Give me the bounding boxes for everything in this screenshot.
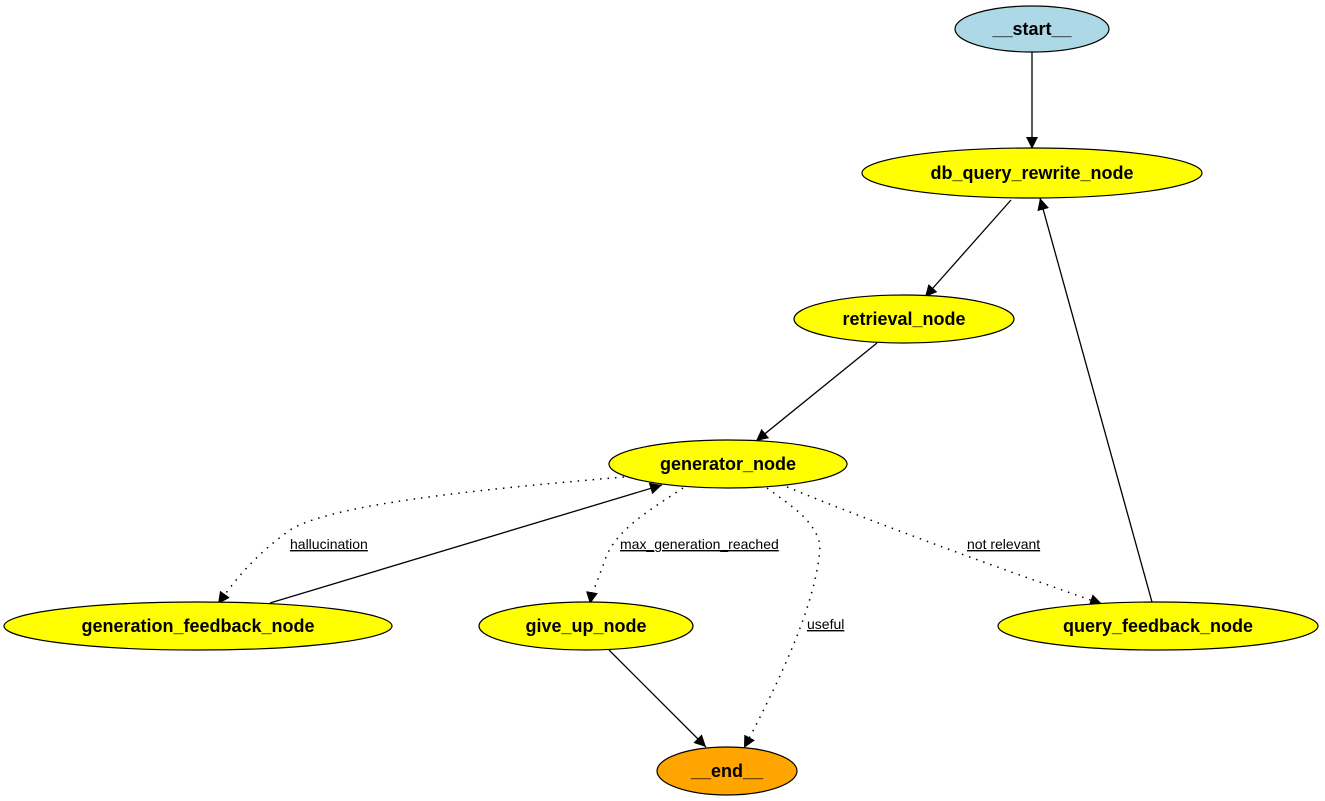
node-end-shape: [656, 746, 798, 796]
node-start-label: __start__: [991, 19, 1072, 39]
edge-give-up-to-end: [608, 649, 707, 748]
node-generation-feedback-shape: [3, 601, 393, 651]
edge-db-query-rewrite-to-retrieval: [924, 199, 1012, 298]
edge-labels: hallucination max_generation_reached use…: [290, 536, 1040, 632]
node-end-label: __end__: [690, 761, 764, 781]
edge-generator-to-query-feedback: [786, 486, 1103, 606]
node-give-up-label: give_up_node: [525, 616, 646, 636]
node-db-query-rewrite-label: db_query_rewrite_node: [930, 163, 1133, 183]
node-start[interactable]: __start__: [954, 5, 1110, 53]
node-start-shape: [954, 5, 1110, 53]
node-retrieval[interactable]: retrieval_node: [793, 294, 1015, 344]
node-query-feedback-label: query_feedback_node: [1063, 616, 1253, 636]
node-give-up-shape: [478, 601, 694, 651]
edges: [217, 52, 1153, 749]
edge-label-not-relevant: not relevant: [967, 536, 1040, 552]
edge-label-max-generation-reached: max_generation_reached: [620, 536, 779, 552]
node-end[interactable]: __end__: [656, 746, 798, 796]
node-give-up[interactable]: give_up_node: [478, 601, 694, 651]
edge-generator-to-give-up: [586, 487, 684, 605]
node-db-query-rewrite-shape: [861, 147, 1203, 199]
edge-label-useful: useful: [807, 616, 844, 632]
node-generator-label: generator_node: [660, 454, 796, 474]
edge-label-hallucination: hallucination: [290, 536, 368, 552]
node-query-feedback[interactable]: query_feedback_node: [997, 601, 1319, 651]
edge-generator-to-generation-feedback: [217, 476, 625, 605]
node-generator[interactable]: generator_node: [608, 439, 848, 489]
node-generator-shape: [608, 439, 848, 489]
node-generation-feedback[interactable]: generation_feedback_node: [3, 601, 393, 651]
edge-query-feedback-to-db-query-rewrite: [1037, 197, 1153, 603]
node-db-query-rewrite[interactable]: db_query_rewrite_node: [861, 147, 1203, 199]
node-generation-feedback-label: generation_feedback_node: [81, 616, 314, 636]
edge-retrieval-to-generator: [755, 342, 878, 442]
node-retrieval-label: retrieval_node: [842, 309, 965, 329]
edge-generation-feedback-to-generator: [269, 482, 663, 604]
node-retrieval-shape: [793, 294, 1015, 344]
node-query-feedback-shape: [997, 601, 1319, 651]
